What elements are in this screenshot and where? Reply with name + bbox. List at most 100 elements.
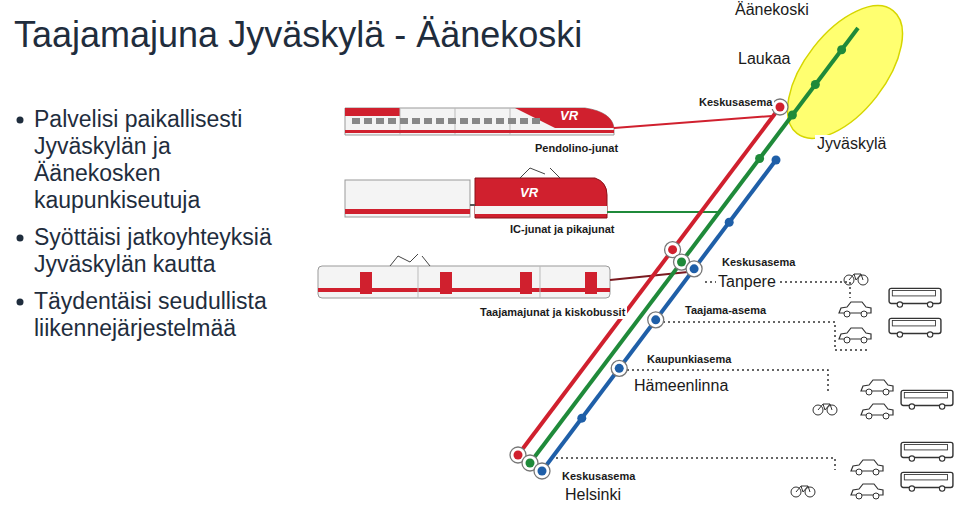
bullet-markers: [17, 117, 24, 306]
vr-logo: VR: [560, 109, 578, 124]
commuter-train: [318, 254, 610, 298]
ic-train: [345, 168, 607, 218]
place-name: Tanpere: [716, 273, 778, 291]
pendolino-train-part-part: [400, 118, 408, 124]
pendolino-train-part-part: [484, 118, 492, 124]
bullet-dot: [17, 299, 24, 306]
station-dots-part: [776, 103, 785, 112]
station-type: Keskusasema: [697, 96, 774, 109]
station-dots-part: [577, 414, 586, 423]
pendolino-train-part-part: [448, 118, 456, 124]
slide-title: Taajamajuna Jyväskylä - Äänekoski: [14, 14, 582, 55]
vehicle-icons-part: [844, 274, 868, 285]
feeder-lines-part: [556, 458, 835, 470]
bullet-text: Täydentäisi seudullista liikennejärjeste…: [34, 288, 289, 342]
ic-train-part: [345, 209, 470, 214]
place-name: Jyväskylä: [815, 135, 888, 153]
rail-lines: [518, 28, 858, 471]
train-label: Pendolino-junat: [533, 142, 620, 155]
pendolino-train-part-part: [460, 118, 468, 124]
station-dots-part: [755, 154, 764, 163]
vehicle-icons: [791, 274, 953, 499]
ic-train-part: [345, 180, 470, 217]
vehicle-icons-part: [839, 328, 871, 343]
region-ellipse: [765, 0, 924, 158]
place-name: Hämeenlinna: [632, 377, 730, 395]
vehicle-icons-part: [901, 442, 953, 461]
vehicle-icons-part: [889, 318, 941, 337]
pendolino-train: [345, 108, 614, 135]
vehicle-icons-part: [901, 472, 953, 491]
station-dots-part: [526, 459, 535, 468]
train-label: Taajamajunat ja kiskobussit: [478, 306, 627, 319]
pendolino-train-part-part: [496, 118, 504, 124]
station-dots-part: [725, 218, 734, 227]
pendolino-train-part-part: [508, 118, 516, 124]
ic-train-part: [475, 178, 607, 218]
vehicle-icons-part: [851, 484, 883, 499]
vehicle-icons-part: [889, 288, 941, 307]
station-dots-part: [811, 80, 820, 89]
station-dots: [510, 45, 846, 479]
ic-train-part: [520, 168, 560, 178]
rail-lines-part: [518, 107, 780, 455]
pendolino-train-part: [352, 118, 540, 124]
vehicle-icons-part: [851, 460, 883, 475]
station-type: Keskusasema: [720, 256, 797, 269]
bullet-text: Syöttäisi jatkoyhteyksiä Jyväskylän kaut…: [34, 224, 289, 278]
station-dots-part: [686, 261, 702, 277]
station-dots-part: [690, 264, 699, 273]
vehicle-icons-part: [791, 486, 815, 497]
station-dots-part: [534, 463, 550, 479]
station-type: Taajama-asema: [683, 304, 768, 317]
station-type: Kaupunkiasema: [645, 353, 733, 366]
place-name: Laukaa: [736, 50, 793, 68]
commuter-train-part: [360, 272, 372, 294]
pendolino-train-part: [345, 108, 614, 135]
bullet-text: Palvelisi paikallisesti Jyväskylän ja Ää…: [34, 106, 289, 214]
pendolino-train-part-part: [436, 118, 444, 124]
pendolino-train-part-part: [520, 118, 528, 124]
station-dots-part: [668, 245, 677, 254]
rail-lines-part: [614, 116, 772, 128]
station-type: Keskusasema: [560, 470, 637, 483]
vehicle-icons-part: [861, 404, 893, 419]
vr-logo: VR: [520, 186, 538, 201]
commuter-train-part: [440, 272, 452, 294]
station-dots-part: [514, 451, 523, 460]
bullet-dot: [17, 117, 24, 124]
pendolino-train-part-part: [412, 118, 420, 124]
station-dots-part: [648, 312, 664, 328]
vehicle-icons-part: [813, 404, 837, 415]
vehicle-icons-part: [861, 380, 893, 395]
commuter-train-part: [418, 266, 540, 298]
station-dots-part: [772, 99, 788, 115]
commuter-train-part: [318, 266, 610, 298]
pendolino-train-part: [345, 108, 400, 116]
feeder-lines-part: [663, 322, 870, 350]
station-dots-part: [837, 45, 846, 54]
pendolino-train-part: [515, 108, 614, 128]
station-dots-part: [772, 156, 781, 165]
station-dots-part: [615, 364, 624, 373]
ic-train-part: [475, 206, 607, 214]
ic-train-part: [470, 204, 475, 206]
station-dots-part: [677, 258, 686, 267]
pendolino-train-part-part: [352, 118, 360, 124]
pendolino-train-part-part: [388, 118, 396, 124]
pendolino-train-part-part: [532, 118, 540, 124]
station-dots-part: [788, 111, 797, 120]
place-name: Äänekoski: [733, 1, 811, 19]
bullet-dot: [17, 235, 24, 242]
pendolino-train-part-part: [364, 118, 372, 124]
commuter-train-part: [585, 272, 597, 294]
station-dots-part: [538, 467, 547, 476]
rail-lines-part: [530, 28, 858, 463]
commuter-train-part: [520, 272, 532, 294]
pendolino-train-part-part: [424, 118, 432, 124]
pendolino-train-part-part: [472, 118, 480, 124]
commuter-train-part: [390, 254, 430, 266]
train-label: IC-junat ja pikajunat: [508, 223, 617, 236]
station-dots-part: [651, 315, 660, 324]
pendolino-train-part-part: [376, 118, 384, 124]
